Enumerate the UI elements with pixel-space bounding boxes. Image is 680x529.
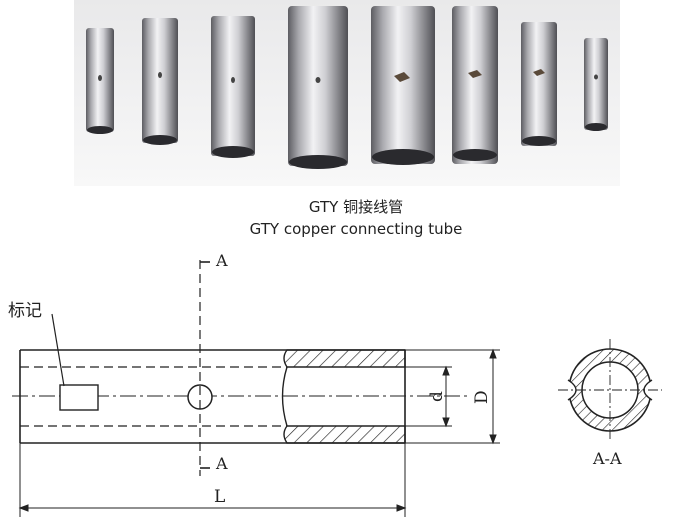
product-photo bbox=[74, 0, 620, 186]
tube-2 bbox=[142, 18, 178, 145]
tube-5 bbox=[371, 6, 435, 165]
marking-rect bbox=[59, 384, 99, 411]
dim-inner-label: d bbox=[427, 391, 447, 402]
tube-6 bbox=[452, 6, 498, 164]
dim-length-label: L bbox=[214, 487, 225, 507]
caption-english: GTY copper connecting tube bbox=[249, 220, 463, 238]
tube-1 bbox=[86, 28, 114, 134]
dim-outer-label: D bbox=[472, 390, 492, 404]
dim-outer-diameter bbox=[405, 348, 500, 445]
section-cut-line bbox=[199, 260, 210, 476]
tube-set-illustration bbox=[86, 6, 608, 169]
caption-chinese: GTY 铜接线管 bbox=[308, 198, 404, 216]
tube-7 bbox=[521, 22, 557, 146]
tube-3 bbox=[211, 16, 255, 158]
dim-inner-diameter bbox=[405, 365, 452, 428]
marking-label: 标记 bbox=[8, 301, 42, 321]
section-label-top: A bbox=[215, 251, 228, 270]
technical-drawing: 标记 A A d D L bbox=[8, 251, 662, 517]
section-label-bottom: A bbox=[215, 454, 228, 473]
tube-4 bbox=[288, 6, 348, 169]
dim-length bbox=[18, 443, 407, 517]
tube-8 bbox=[584, 38, 608, 131]
section-view bbox=[558, 339, 662, 441]
wall-section-hatch bbox=[281, 349, 406, 444]
bore-hidden-lines bbox=[20, 366, 287, 427]
marking-leader bbox=[51, 313, 65, 387]
section-view-label: A-A bbox=[592, 449, 622, 468]
